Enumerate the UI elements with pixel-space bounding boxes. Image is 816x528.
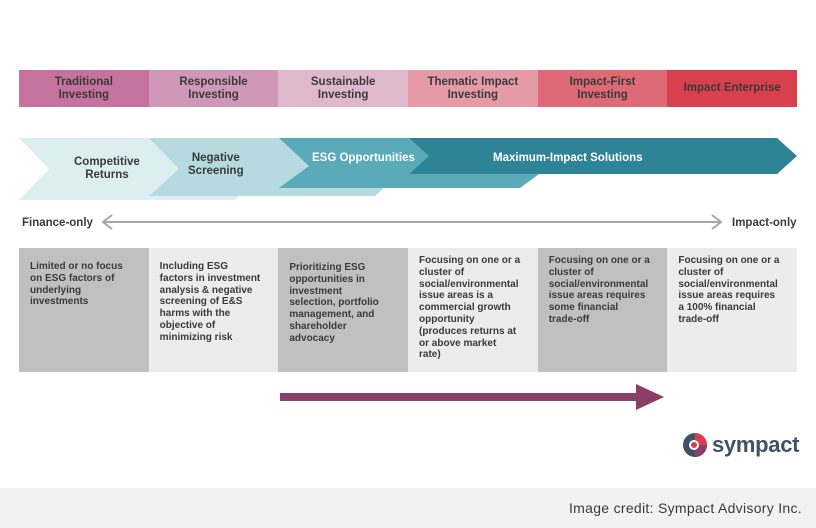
sympact-logo-text: sympact	[712, 432, 800, 457]
description-sustainable: Prioritizing ESG opportunities in invest…	[278, 248, 409, 372]
sympact-logo-icon	[683, 433, 707, 457]
spectrum-double-arrow	[101, 214, 723, 230]
description-impact-enterprise: Focusing on one or a cluster of social/e…	[667, 248, 798, 372]
impact-only-label: Impact-only	[732, 217, 797, 229]
image-credit: Image credit: Sympact Advisory Inc.	[568, 500, 802, 516]
approach-maximum-impact-solutions: Maximum-Impact Solutions	[493, 152, 643, 164]
category-responsible-investing: Responsible Investing	[148, 70, 279, 107]
description-responsible: Including ESG factors in investment anal…	[148, 248, 279, 372]
description-traditional: Limited or no focus on ESG factors of un…	[19, 248, 149, 372]
footer-bar: Image credit: Sympact Advisory Inc.	[0, 488, 816, 528]
category-thematic-impact-investing: Thematic Impact Investing	[408, 70, 538, 107]
category-traditional-investing: Traditional Investing	[19, 70, 149, 107]
approach-negative-screening: Negative Screening	[188, 152, 244, 177]
approach-esg-opportunities: ESG Opportunities	[312, 152, 415, 164]
finance-only-label: Finance-only	[22, 217, 93, 229]
diagram-canvas: Traditional Investing Responsible Invest…	[19, 70, 800, 458]
description-impact-first: Focusing on one or a cluster of social/e…	[537, 248, 668, 372]
category-row: Traditional Investing Responsible Invest…	[19, 70, 798, 107]
category-sustainable-investing: Sustainable Investing	[278, 70, 409, 107]
category-impact-enterprise: Impact Enterprise	[667, 70, 798, 107]
category-impact-first-investing: Impact-First Investing	[537, 70, 668, 107]
approach-competitive-returns: Competitive Returns	[74, 156, 140, 181]
progression-arrow	[280, 384, 664, 410]
approach-chevrons	[19, 138, 797, 200]
description-row: Limited or no focus on ESG factors of un…	[19, 248, 798, 372]
chevron-maximum-impact-solutions	[409, 138, 797, 174]
sympact-logo: sympact	[682, 432, 799, 458]
description-thematic-impact: Focusing on one or a cluster of social/e…	[408, 248, 538, 372]
